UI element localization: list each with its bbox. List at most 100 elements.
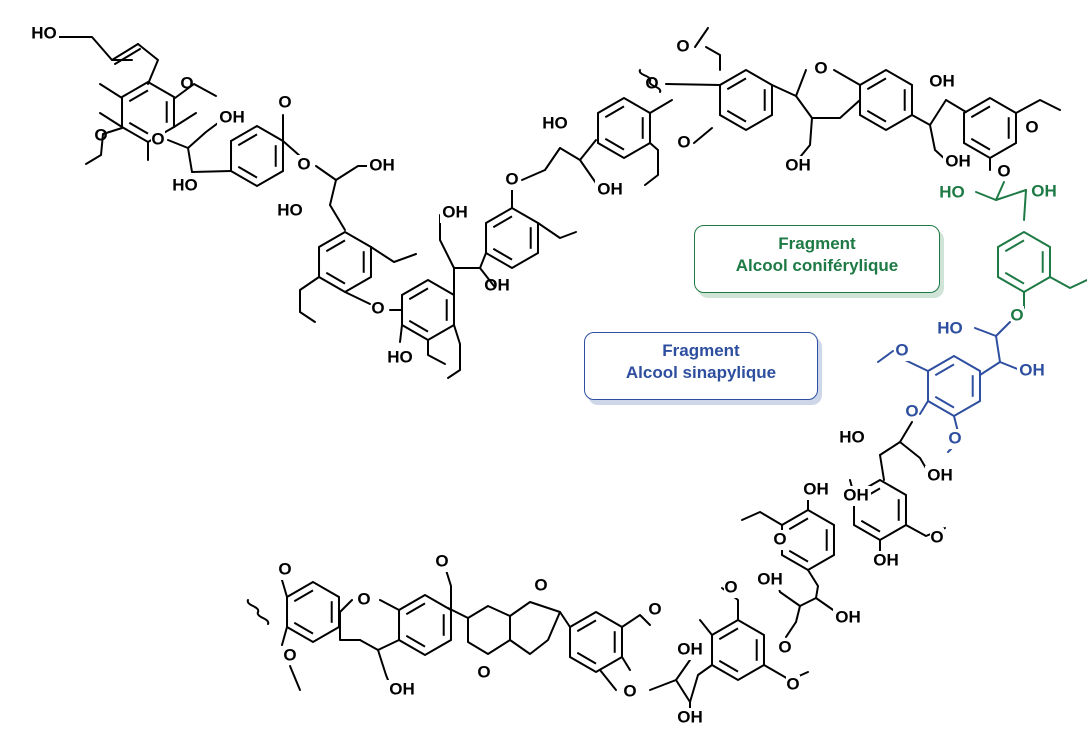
atom-label-background: [841, 486, 871, 506]
bond: [405, 634, 426, 648]
atom-label-background: [217, 108, 247, 128]
atom-label-background: [997, 162, 1011, 182]
atom-label-oh: OH: [677, 707, 703, 726]
bond: [293, 589, 314, 603]
bond: [85, 127, 123, 165]
atom-label-oh: OH: [389, 679, 415, 698]
bond: [995, 335, 1021, 371]
atom-label-oh: OH: [929, 71, 955, 90]
bond: [599, 669, 617, 691]
atom-label-background: [724, 578, 738, 598]
bond: [785, 621, 797, 638]
atom-label-background: [435, 552, 449, 572]
bond: [57, 36, 133, 61]
atom-label-o: O: [676, 36, 689, 55]
atom-label-background: [837, 428, 867, 448]
atom-label-background: [773, 530, 787, 550]
atom-label-oh: OH: [677, 639, 703, 658]
bond: [929, 99, 947, 126]
bond: [718, 659, 739, 673]
atom-label-o: O: [283, 645, 296, 664]
atom-label-o: O: [278, 559, 291, 578]
bond: [439, 214, 455, 296]
bond: [726, 109, 747, 123]
bond: [665, 83, 721, 86]
bond: [693, 127, 713, 144]
atom-label-oh: OH: [835, 607, 861, 626]
atom-label-ho: HO: [542, 113, 568, 132]
atom-label-o: O: [623, 681, 636, 700]
atom-label-o: O: [930, 527, 943, 546]
atom-label-background: [283, 646, 297, 666]
bond: [315, 165, 375, 181]
atom-label-o: O: [477, 662, 490, 681]
atom-label-background: [534, 576, 548, 596]
bond: [399, 324, 403, 343]
bond: [405, 602, 426, 616]
bond: [99, 83, 123, 99]
bond: [718, 627, 739, 641]
bond: [815, 597, 837, 613]
bond: [137, 43, 159, 85]
atom-label-oh: OH: [1019, 360, 1045, 379]
bond: [344, 291, 371, 305]
bond: [173, 112, 197, 128]
atom-label-o: O: [534, 575, 547, 594]
bond: [974, 321, 1011, 337]
atom-label-background: [930, 528, 944, 548]
atom-label-o: O: [724, 577, 737, 596]
bond: [866, 109, 887, 123]
bond: [559, 147, 599, 187]
atom-label-background: [440, 203, 470, 223]
atom-label-background: [180, 74, 194, 94]
atom-label-o: O: [786, 674, 799, 693]
bond: [621, 614, 651, 628]
atom-label-background: [871, 551, 901, 571]
bond: [866, 77, 887, 91]
bond: [979, 361, 1001, 376]
atom-label-background: [297, 155, 311, 175]
atom-label-background: [623, 682, 637, 702]
callout-coniferyl-line1: Fragment: [778, 234, 856, 253]
bond: [675, 659, 691, 703]
bond: [919, 400, 929, 415]
atom-label-o: O: [948, 428, 961, 447]
atom-label-background: [676, 37, 690, 57]
bond: [833, 69, 861, 86]
atom-label-ho: HO: [937, 318, 963, 337]
atom-label-o: O: [1025, 117, 1038, 136]
bond: [579, 139, 597, 161]
atom-label-ho: HO: [172, 175, 198, 194]
atom-label-background: [151, 130, 165, 150]
atom-label-oh: OH: [785, 155, 811, 174]
bond: [970, 137, 991, 151]
atom-label-o: O: [814, 58, 827, 77]
bond: [293, 621, 314, 635]
bond: [771, 84, 797, 97]
bond: [576, 619, 597, 633]
atom-label-background: [505, 170, 519, 190]
atom-label-background: [170, 176, 200, 196]
atom-label-o: O: [677, 132, 690, 151]
bond: [604, 105, 625, 119]
atom-label-background: [94, 126, 108, 146]
bond: [445, 569, 452, 611]
atom-label-oh: OH: [945, 151, 971, 170]
callout-coniferyl-fragment: Fragment Alcool coniférylique: [694, 225, 940, 293]
atom-label-background: [1010, 306, 1024, 326]
bond: [644, 142, 659, 186]
bond: [877, 350, 894, 363]
bond: [325, 239, 346, 253]
callout-sinapyl-line1: Fragment: [662, 341, 740, 360]
atom-label-o: O: [778, 637, 791, 656]
atom-label-oh: OH: [369, 155, 395, 174]
bond: [649, 679, 677, 691]
bond: [479, 252, 487, 269]
bond: [860, 519, 881, 533]
atom-label-o: O: [151, 129, 164, 148]
atom-label-background: [367, 156, 397, 176]
atom-label-ho: HO: [31, 23, 57, 42]
bond: [911, 114, 947, 161]
atom-label-oh: OH: [219, 107, 245, 126]
